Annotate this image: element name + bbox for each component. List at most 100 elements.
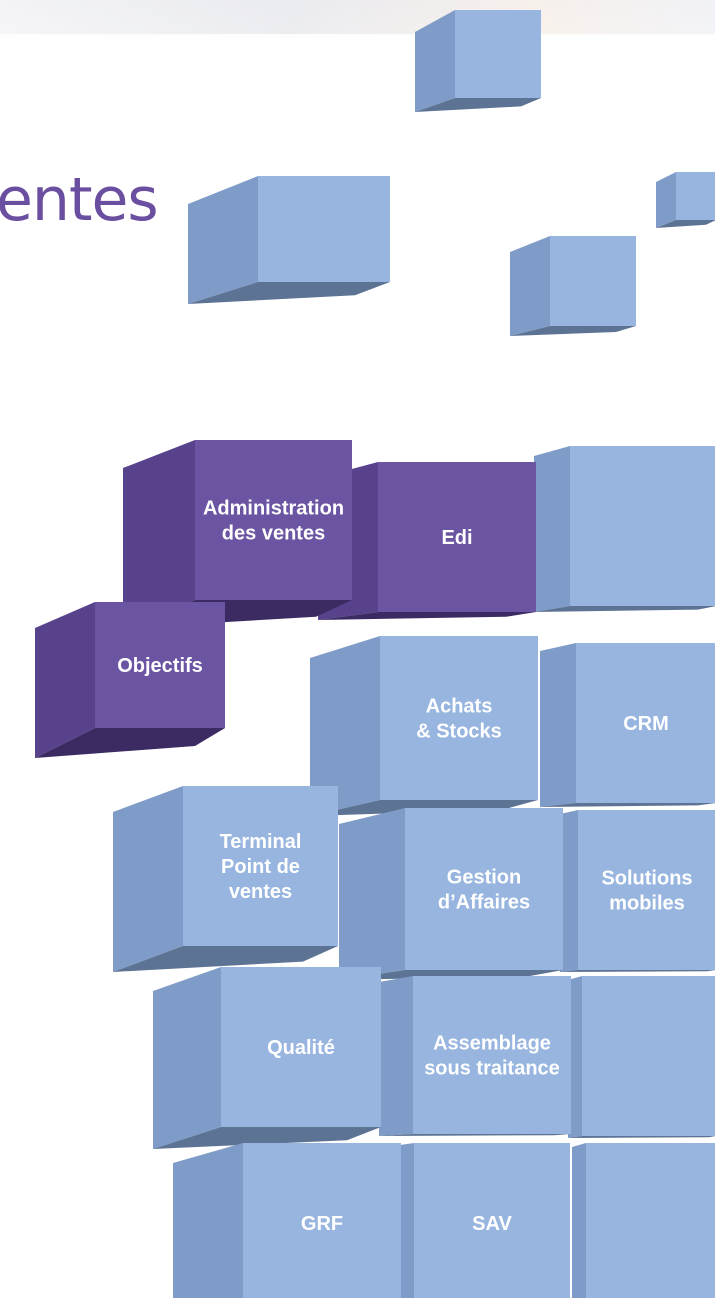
module-cube-crm: CRM <box>540 643 715 807</box>
module-solutions-mobiles-side-face <box>560 810 578 972</box>
module-terminal-point-de-ventes-bottom-face <box>113 946 338 972</box>
module-label-administration-des-ventes: Administration des ventes <box>203 498 344 545</box>
module-objectifs-front-face <box>95 602 225 728</box>
module-qualite-side-face <box>153 967 221 1149</box>
module-terminal-point-de-ventes-front-face <box>183 786 338 946</box>
decor-cube-row4-right-front-face <box>582 976 715 1136</box>
module-gestion-affaires-bottom-face <box>339 970 563 980</box>
module-label-line: SAV <box>472 1213 512 1235</box>
module-achats-stocks-front-face <box>380 636 538 800</box>
module-qualite-bottom-face <box>153 1127 381 1149</box>
module-label-line: Edi <box>441 527 472 549</box>
module-sav-side-face <box>400 1143 414 1298</box>
decor-cube-small-right-bottom-face <box>656 220 715 228</box>
module-label-line: Terminal <box>220 831 302 853</box>
module-label-line: Achats <box>426 696 493 718</box>
module-cube-sav: SAV <box>400 1143 570 1298</box>
module-gestion-affaires-front-face <box>405 808 563 970</box>
module-administration-des-ventes-side-face <box>123 440 195 628</box>
decor-cube-title-front-face <box>258 176 390 282</box>
module-label-achats-stocks: Achats & Stocks <box>416 696 502 743</box>
module-crm-side-face <box>540 643 576 807</box>
decor-cube-mid-bottom-face <box>510 326 636 336</box>
module-crm-bottom-face <box>540 803 715 807</box>
module-label-solutions-mobiles: Solutions mobiles <box>601 868 692 915</box>
module-label-line: des ventes <box>222 523 325 545</box>
module-cube-solutions-mobiles: Solutions mobiles <box>560 810 715 972</box>
module-label-line: sous traitance <box>424 1058 560 1080</box>
module-edi-bottom-face <box>318 612 536 620</box>
module-label-gestion-affaires: Gestion d’Affaires <box>438 867 530 914</box>
module-grf-side-face <box>173 1143 243 1298</box>
decor-cube-mid-front-face <box>550 236 636 326</box>
decor-cube-mid <box>510 236 636 336</box>
decor-cube-small-right-front-face <box>676 172 715 220</box>
module-label-edi: Edi <box>441 527 472 549</box>
module-objectifs-side-face <box>35 602 95 758</box>
module-label-line: Administration <box>203 498 344 520</box>
module-label-line: CRM <box>623 713 669 735</box>
module-cube-administration-des-ventes: Administration des ventes <box>123 440 352 628</box>
decor-cube-row5-right-front-face <box>586 1143 715 1298</box>
decor-cube-small-right-side-face <box>656 172 676 228</box>
module-solutions-mobiles-front-face <box>578 810 715 970</box>
module-label-line: GRF <box>301 1213 343 1235</box>
module-label-qualite: Qualité <box>267 1037 335 1059</box>
module-solutions-mobiles-bottom-face <box>560 970 715 972</box>
module-label-line: ventes <box>229 881 292 903</box>
decor-cube-row4-right-side-face <box>568 976 582 1138</box>
module-terminal-point-de-ventes-side-face <box>113 786 183 972</box>
decor-cube-small-right <box>656 172 715 228</box>
module-label-line: mobiles <box>609 893 685 915</box>
decor-cube-topright-side-face <box>534 446 570 612</box>
module-cube-achats-stocks: Achats & Stocks <box>310 636 538 816</box>
decor-cube-row5-right-side-face <box>572 1143 586 1298</box>
decor-cube-topright <box>534 446 715 612</box>
decor-cube-title-bottom-face <box>188 282 390 304</box>
module-cube-grf: GRF <box>173 1143 401 1298</box>
decor-cube-topright-front-face <box>570 446 715 606</box>
module-cube-qualite: Qualité <box>153 967 381 1149</box>
module-label-grf: GRF <box>301 1213 343 1235</box>
page-title: entes <box>0 165 159 235</box>
module-crm-front-face <box>576 643 715 803</box>
module-administration-des-ventes-front-face <box>195 440 352 600</box>
module-objectifs-bottom-face <box>35 728 225 758</box>
module-label-line: Solutions <box>601 868 692 890</box>
decor-cube-top-side-face <box>415 10 455 112</box>
decor-cube-row4-right-bottom-face <box>568 1136 715 1138</box>
module-label-line: & Stocks <box>416 721 502 743</box>
decor-cube-row5-right <box>572 1143 715 1298</box>
module-cube-objectifs: Objectifs <box>35 602 225 758</box>
module-assemblage-sous-traitance-side-face <box>379 976 413 1136</box>
module-sav-front-face <box>414 1143 570 1298</box>
decor-cube-top <box>415 10 541 112</box>
decor-cube-title <box>188 176 390 304</box>
module-grf-front-face <box>243 1143 401 1298</box>
module-label-objectifs: Objectifs <box>117 655 203 677</box>
decor-cube-top-front-face <box>455 10 541 98</box>
decor-cube-row4-right <box>568 976 715 1138</box>
module-label-crm: CRM <box>623 713 669 735</box>
module-label-line: Point de <box>221 856 300 878</box>
module-gestion-affaires-side-face <box>339 808 405 980</box>
module-label-line: d’Affaires <box>438 892 530 914</box>
module-achats-stocks-side-face <box>310 636 380 816</box>
decor-cube-title-side-face <box>188 176 258 304</box>
module-qualite-front-face <box>221 967 381 1127</box>
module-label-assemblage-sous-traitance: Assemblage sous traitance <box>424 1033 560 1080</box>
decor-cube-top-bottom-face <box>415 98 541 112</box>
module-label-sav: SAV <box>472 1213 512 1235</box>
decor-cube-topright-bottom-face <box>534 606 715 612</box>
module-edi-front-face <box>378 462 536 612</box>
module-label-line: Objectifs <box>117 655 203 677</box>
module-assemblage-sous-traitance-front-face <box>413 976 571 1134</box>
top-banner-glow <box>0 0 715 34</box>
module-label-line: Qualité <box>267 1037 335 1059</box>
module-label-line: Gestion <box>447 867 521 889</box>
decor-cube-mid-side-face <box>510 236 550 336</box>
module-label-line: Assemblage <box>433 1033 551 1055</box>
